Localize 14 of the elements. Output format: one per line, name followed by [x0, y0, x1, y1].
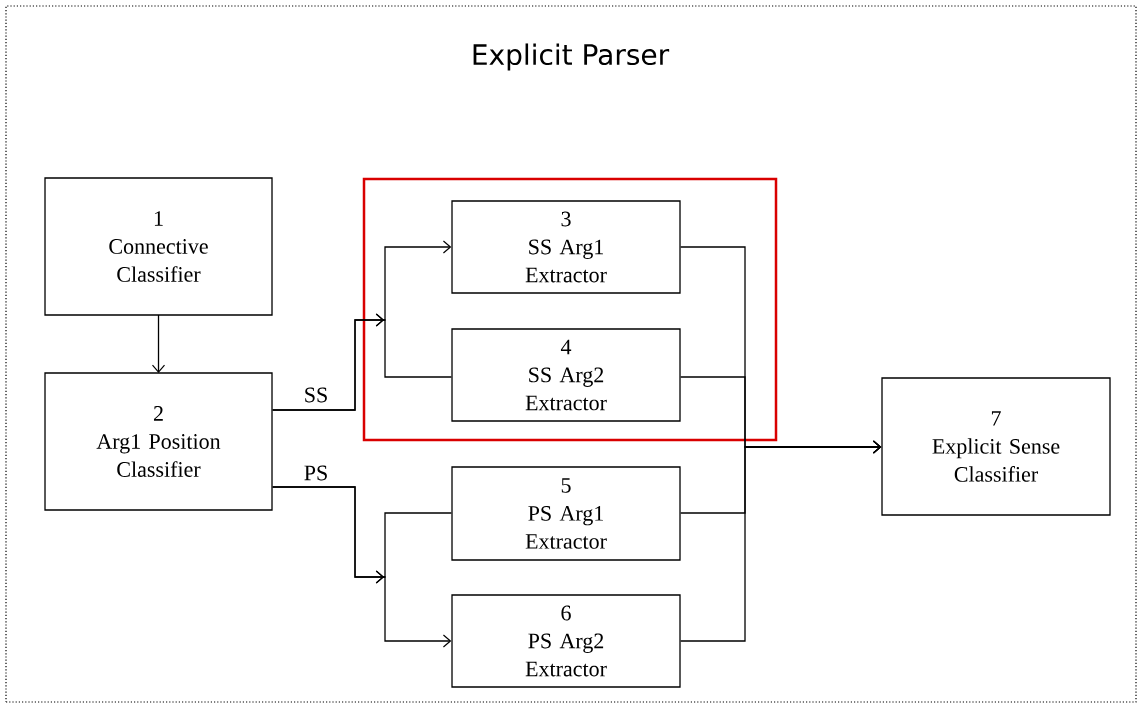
- arrow: [151, 314, 166, 373]
- process-box: 2 Arg1 Position Classifier: [44, 372, 273, 511]
- diagram-title: Explicit Parser: [473, 43, 670, 71]
- edge-label: SS: [305, 387, 327, 403]
- process-box: 7 Explicit Sense Classifier: [881, 377, 1111, 516]
- arrow: [272, 486, 452, 648]
- process-box: 4 SS Arg2 Extractor: [451, 328, 681, 422]
- highlight-box: [362, 177, 778, 442]
- process-box: 1 Connective Classifier: [44, 177, 273, 316]
- arrow: [680, 440, 882, 642]
- edge-label: PS: [304, 465, 327, 481]
- process-box: 6 PS Arg2 Extractor: [451, 594, 681, 688]
- process-box: 5 PS Arg1 Extractor: [451, 466, 681, 561]
- process-box: 3 SS Arg1 Extractor: [451, 200, 681, 294]
